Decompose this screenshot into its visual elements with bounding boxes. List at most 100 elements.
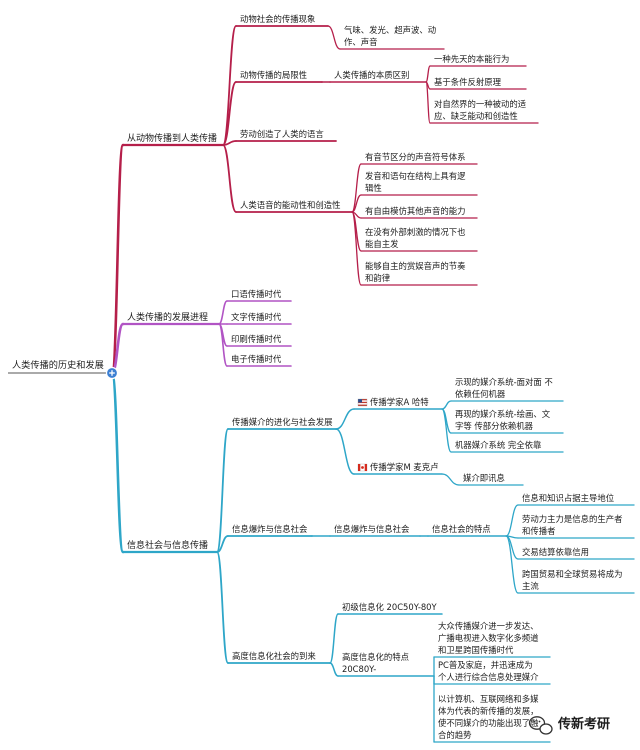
node-text-c2a1c: 交易结算依靠信用 [522, 547, 589, 557]
connector-a-a4 [222, 144, 237, 213]
root-title: 人类传播的历史和发展 [12, 359, 104, 371]
mindmap-node-c2a[interactable]: 信息爆炸与信息社会 [329, 524, 421, 537]
mindmap-node-b[interactable]: 人类传播的发展进程 [121, 311, 221, 326]
mindmap-node-c1b1[interactable]: 媒介即讯息 [458, 473, 524, 486]
mindmap-node-b1[interactable]: 口语传播时代 [226, 289, 292, 302]
mindmap-node-c1a3[interactable]: 机器媒介系统 完全依靠 [450, 440, 564, 453]
connector-b-b1 [218, 300, 228, 325]
collapse-toggle-icon[interactable] [105, 366, 119, 380]
node-text-b2: 文字传播时代 [231, 312, 282, 322]
connector-c1b-c1b1 [441, 473, 460, 486]
mindmap-node-b4[interactable]: 电子传播时代 [226, 354, 292, 367]
connector-c1-c1a [335, 408, 355, 430]
connector-a4-a4e [351, 211, 362, 286]
mindmap-node-c3a[interactable]: 初级信息化 20C50Y-80Y [337, 602, 443, 615]
node-text-c3b-line-1: 高度信息化的特点 [342, 652, 409, 662]
mindmap-root-node[interactable]: 人类传播的历史和发展 [8, 359, 112, 374]
mindmap-node-b3[interactable]: 印刷传播时代 [226, 334, 292, 347]
node-text-a2a: 人类传播的本质区别 [334, 70, 409, 80]
connector-c1-c1b [335, 428, 355, 475]
node-text-c1: 传播媒介的进化与社会发展 [232, 417, 333, 427]
mindmap-node-a1a[interactable]: 气味、发光、超声波、动作、声音 [339, 25, 445, 50]
wechat-icon [528, 716, 553, 735]
mindmap-node-a2a2[interactable]: 基于条件反射原理 [429, 77, 527, 90]
mindmap-node-a2[interactable]: 动物传播的局限性 [235, 70, 323, 83]
mindmap-node-c2[interactable]: 信息爆炸与信息社会 [227, 524, 313, 537]
node-text-a1a-line-2: 作、声音 [344, 37, 378, 47]
mindmap-node-a1[interactable]: 动物社会的传播现象 [235, 14, 329, 27]
node-text-c2a1: 信息社会的特点 [432, 524, 491, 534]
node-text-c3b1-line-1: 大众传播媒介进一步发达、 [438, 621, 539, 631]
connector-c2a1-c2a1d [505, 535, 519, 594]
node-text-b3: 印刷传播时代 [231, 334, 282, 344]
node-text-c2: 信息爆炸与信息社会 [232, 524, 308, 534]
mindmap-node-c1[interactable]: 传播媒介的进化与社会发展 [227, 417, 337, 430]
connector-c-c2 [216, 535, 229, 553]
mindmap-node-b2[interactable]: 文字传播时代 [226, 312, 292, 325]
watermark: 传新考研 [528, 716, 610, 735]
node-text-c2a1d-line-1: 跨国贸易和全球贸易将成为 [522, 569, 623, 579]
mindmap-node-c2a1a[interactable]: 信息和知识占据主导地位 [517, 493, 635, 506]
mindmap-node-a[interactable]: 从动物传播到人类传播 [121, 132, 225, 147]
node-text-c2a1b-line-2: 和传播者 [522, 526, 556, 536]
canada-flag-icon [357, 463, 368, 472]
node-text-c1b: 传播学家M 麦克卢 [370, 462, 439, 472]
node-text-c3: 高度信息化社会的到来 [232, 651, 316, 661]
us-flag-icon [357, 398, 368, 407]
mindmap-nodes: 人类传播的历史和发展 从动物传播到人类传播 动物社会的传播现象气味、发光、超声波、动… [8, 14, 635, 743]
connector-a1-a1a [327, 25, 341, 50]
node-text-c2a1a: 信息和知识占据主导地位 [522, 493, 614, 503]
connector-a2a-a2a3 [425, 81, 431, 124]
connector-root-a [110, 143, 125, 375]
connector-a4-a4a [351, 163, 362, 213]
node-text-c1a: 传播学家A 哈特 [370, 397, 429, 407]
node-text-c3b3-line-1: 以计算机、互联网络和多媒 [438, 694, 539, 704]
node-text-a4e-line-1: 能够自主的赏娱音声的节奏 [365, 261, 466, 271]
mindmap-node-c1a2[interactable]: 再现的媒介系统-绘画、文字等 传部分依赖机器 [450, 409, 564, 434]
mindmap-node-a2a[interactable]: 人类传播的本质区别 [329, 70, 427, 83]
connector-c-c3 [216, 551, 229, 664]
node-text-a1a-line-1: 气味、发光、超声波、动 [344, 25, 436, 35]
node-text-a1: 动物社会的传播现象 [240, 14, 315, 24]
node-text-c3b2-line-1: PC普及家庭，并迅速成为 [438, 660, 533, 670]
node-text-c1a2-line-2: 字等 传部分依赖机器 [455, 421, 534, 431]
node-text-a2a3-line-2: 应、缺乏能动和创造性 [434, 111, 518, 121]
mindmap-node-c[interactable]: 信息社会与信息传播 [121, 539, 219, 554]
mindmap-node-c1b[interactable]: 传播学家M 麦克卢 [353, 462, 443, 475]
node-text-a2a3-line-1: 对自然界的一种被动的适 [434, 99, 527, 109]
mindmap-node-c3[interactable]: 高度信息化社会的到来 [227, 651, 331, 664]
node-text-a2: 动物传播的局限性 [240, 70, 307, 80]
mindmap-node-c2a1[interactable]: 信息社会的特点 [427, 524, 507, 537]
node-text-c1b1: 媒介即讯息 [463, 473, 505, 483]
connector-c1a-c1a1 [441, 400, 452, 410]
mindmap-node-a4a[interactable]: 有音节区分的声音符号体系 [360, 152, 478, 165]
node-text-c1a3: 机器媒介系统 完全依靠 [455, 440, 542, 450]
node-text-c3b3-line-3: 使不同媒介的功能出现了融 [438, 718, 539, 728]
mindmap-node-a2a1[interactable]: 一种先天的本能行为 [429, 54, 527, 67]
mindmap-node-c1a[interactable]: 传播学家A 哈特 [353, 397, 443, 410]
node-text-c1a1-line-2: 依赖任何机器 [455, 389, 506, 399]
node-text-b1: 口语传播时代 [231, 289, 282, 299]
node-text-a4c: 有自由模仿其他声音的能力 [365, 206, 466, 216]
mindmap-node-c2a1c[interactable]: 交易结算依靠信用 [517, 547, 635, 560]
mindmap-node-a4c[interactable]: 有自由模仿其他声音的能力 [360, 206, 478, 219]
node-text-a3: 劳动创造了人类的语言 [240, 129, 324, 139]
node-text-b: 人类传播的发展进程 [127, 311, 208, 323]
connector-a-a2 [222, 81, 237, 146]
mindmap-node-a3[interactable]: 劳动创造了人类的语言 [235, 129, 337, 142]
node-text-c3a: 初级信息化 20C50Y-80Y [342, 602, 437, 612]
node-text-a4b-line-2: 辑性 [365, 183, 382, 193]
mindmap-node-a4[interactable]: 人类语音的能动性和创造性 [235, 200, 353, 213]
